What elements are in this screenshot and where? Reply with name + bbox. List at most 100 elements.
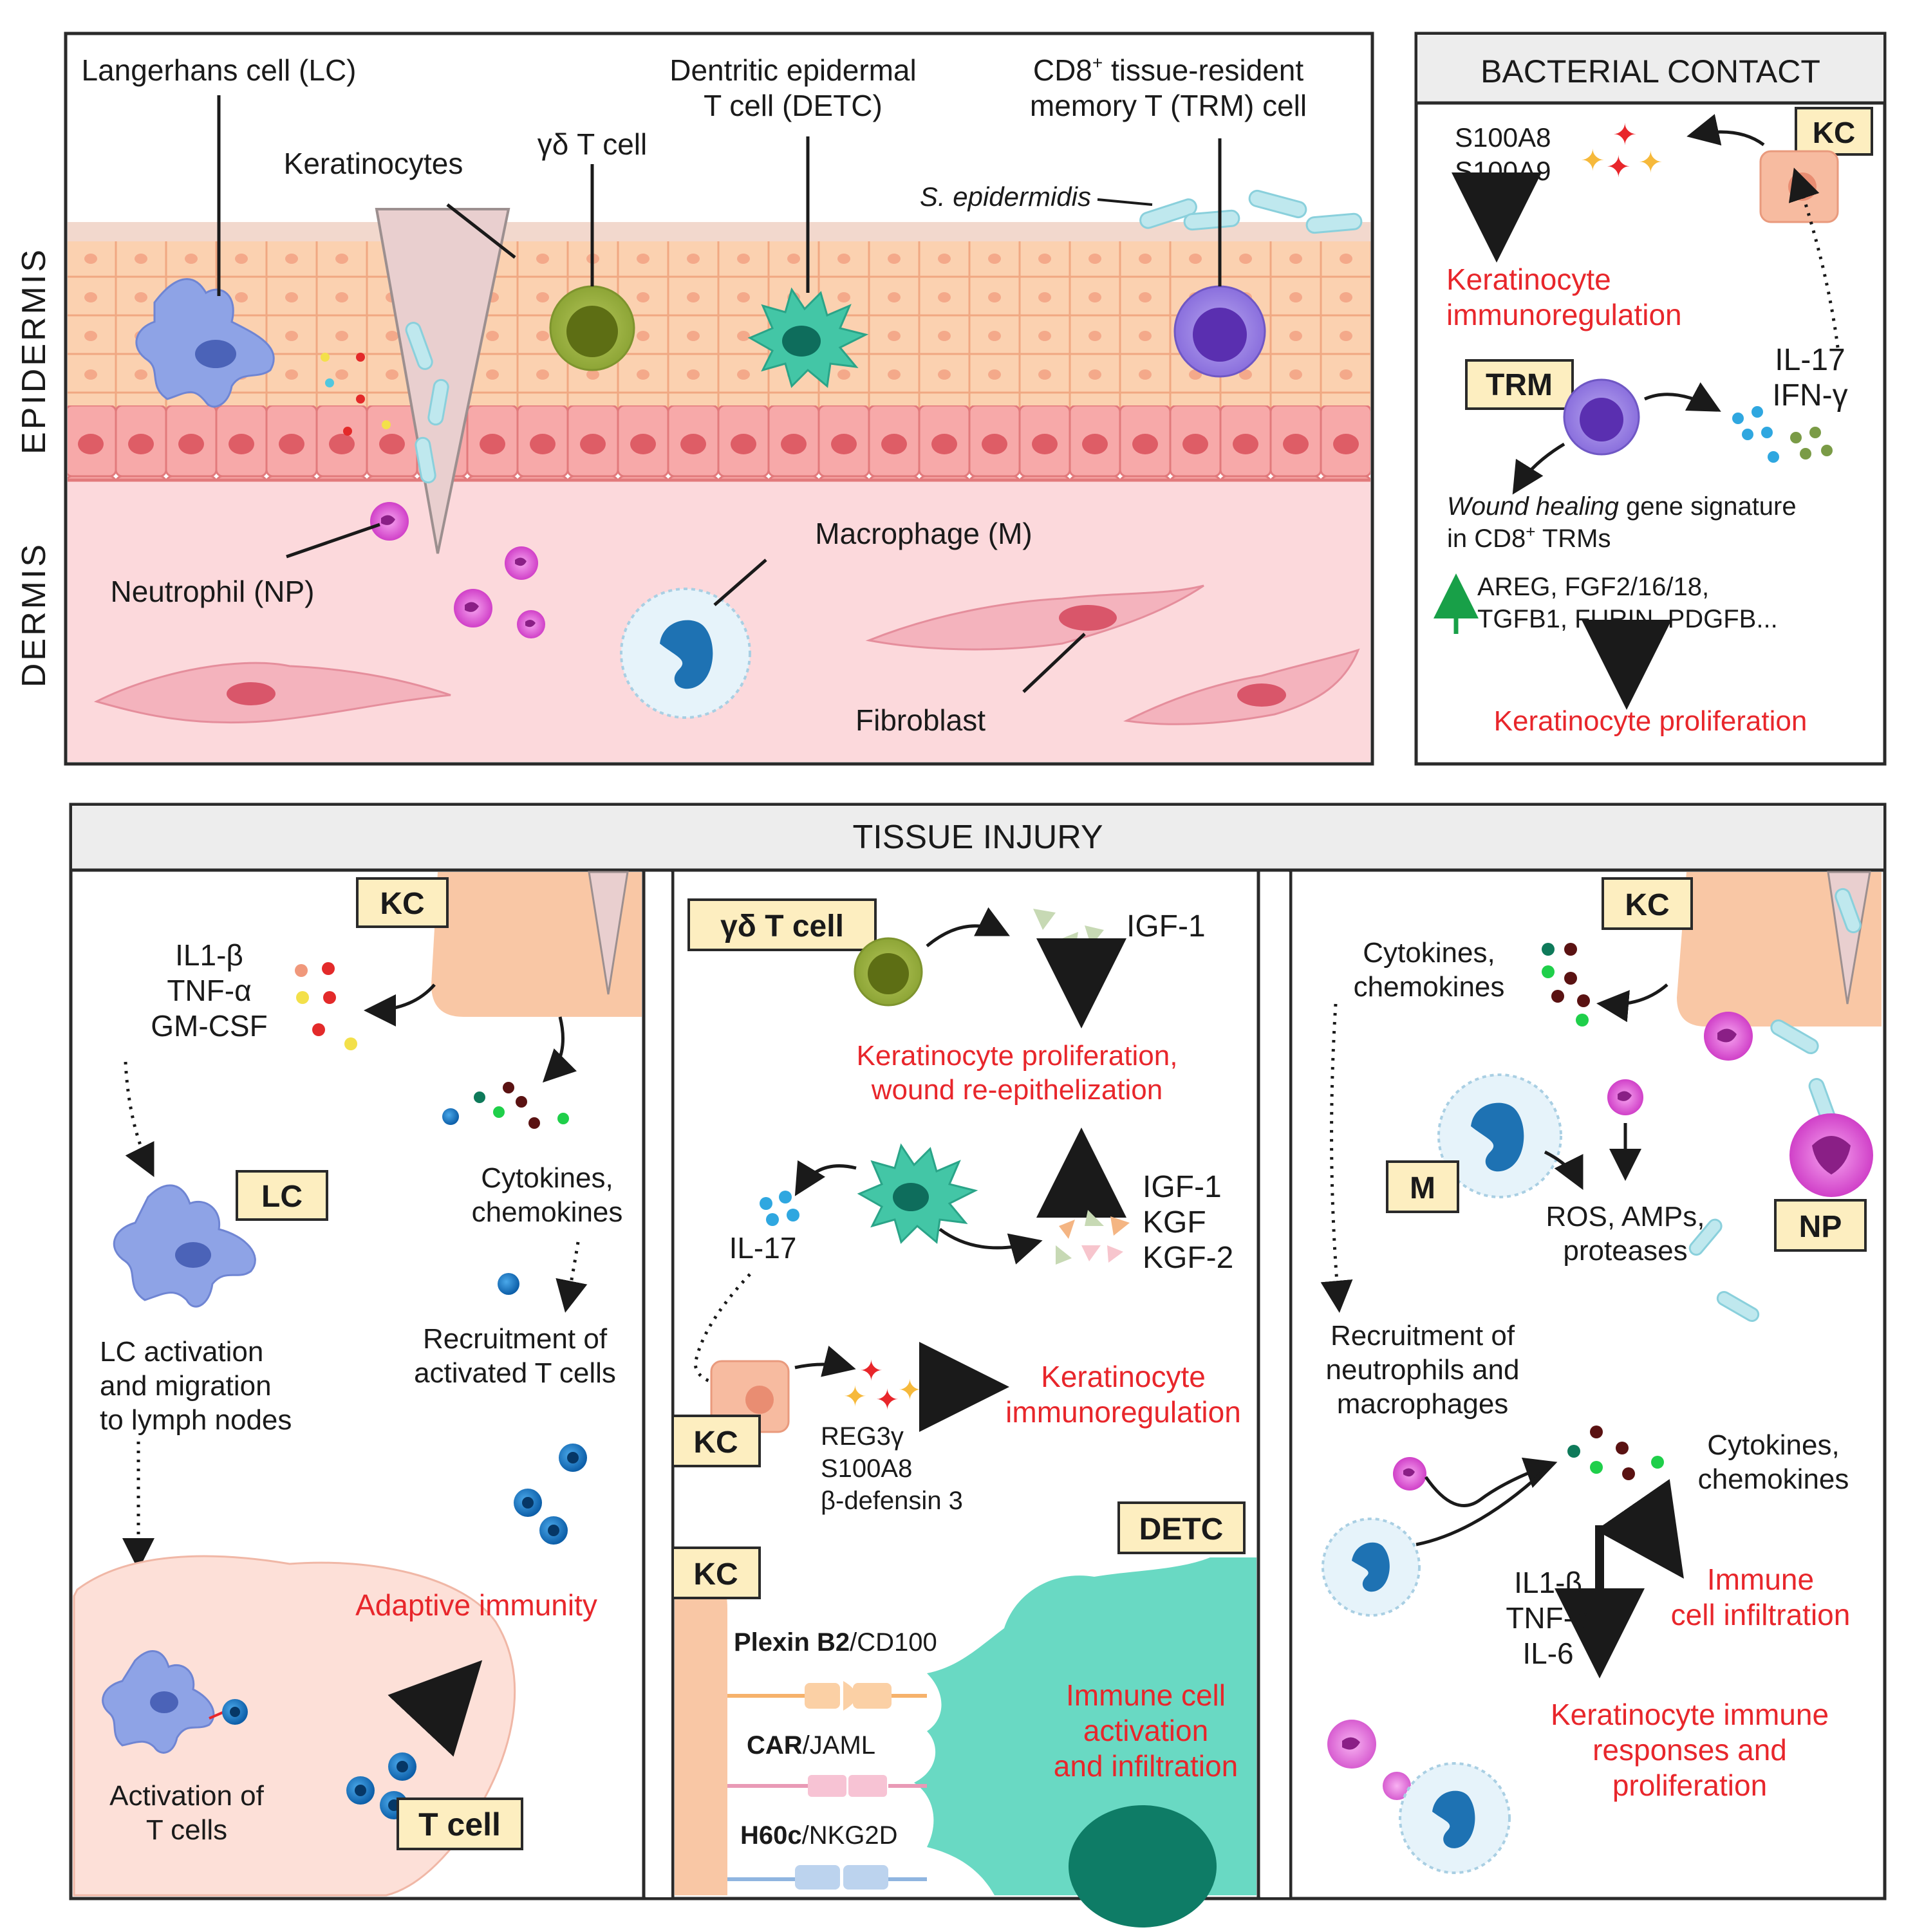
neutrophil-label: Neutrophil (NP) — [111, 575, 315, 608]
ros-line1: ROS, AMPs, — [1546, 1201, 1705, 1232]
receptor-pair-icon — [727, 1865, 927, 1890]
ifn-gamma-label: IFN-γ — [1772, 378, 1847, 413]
detc-label-line1: Dentritic epidermal — [669, 53, 916, 87]
neutrophil-icon — [370, 502, 545, 638]
immune-line1: Immune cell — [1066, 1678, 1226, 1712]
reg3-label: REG3γ — [821, 1422, 904, 1451]
fibroblast-icon — [93, 584, 1360, 725]
np-box — [1774, 1199, 1867, 1252]
kgf2-label: KGF-2 — [1143, 1241, 1233, 1275]
activation-line1: Activation of — [109, 1780, 264, 1812]
bacteria-icon — [405, 189, 1363, 484]
kc-box-label: KC — [693, 1557, 738, 1592]
basal-layer — [68, 405, 1370, 479]
macrophage-icon — [1399, 1762, 1511, 1874]
langerhans-cell-icon — [102, 1650, 215, 1754]
lc-box — [236, 1170, 328, 1221]
recruit-line3: macrophages — [1337, 1388, 1509, 1420]
m-box-label: M — [1410, 1171, 1435, 1205]
trm-cell-icon — [1173, 285, 1266, 378]
s100a8-label: S100A8 — [821, 1454, 912, 1483]
prolif-line1: Keratinocyte proliferation, — [857, 1040, 1178, 1072]
il17-label: IL-17 — [1775, 343, 1845, 377]
kc-box — [671, 1547, 761, 1599]
kc-proliferation-label: Keratinocyte proliferation — [1494, 705, 1808, 737]
detc-box — [1117, 1501, 1246, 1554]
detc-label-line2: T cell (DETC) — [704, 89, 883, 122]
cytokines-label-line1: Cytokines, — [481, 1162, 613, 1194]
recruitment-line1: Recruitment of — [423, 1323, 608, 1355]
cytokine-dots-icon — [1567, 1426, 1664, 1480]
lc-box-label: LC — [261, 1180, 303, 1214]
keratinocytes-label: Keratinocytes — [284, 147, 463, 180]
cytokines-label-line2: chemokines — [472, 1196, 623, 1228]
langerhans-cell-icon — [113, 1184, 256, 1308]
receptor-pair-icon — [727, 1775, 927, 1797]
kc-box — [356, 877, 449, 928]
t-cell-icon — [498, 1273, 519, 1295]
epidermis-side-label: EPIDERMIS — [15, 247, 53, 454]
injury-middle-panel: γδ T cell IGF-1 Keratinocyte proliferati… — [671, 898, 1256, 1927]
cytokines2-line2: chemokines — [1698, 1463, 1849, 1495]
svg-text:✦: ✦ — [1580, 144, 1605, 177]
keratinocyte-icon — [431, 871, 642, 1017]
plexin-label: Plexin B2/CD100 — [734, 1628, 937, 1657]
kc-immunoregulation-line2: immunoregulation — [1446, 298, 1682, 331]
neutrophil-icon — [1327, 1720, 1411, 1800]
injury-right-panel: KC Cytokines, chemokines NP M ROS, AMP — [1320, 871, 1882, 1874]
svg-text:✦: ✦ — [1612, 118, 1638, 151]
epidermis-layer — [68, 241, 1370, 409]
s-epidermidis-label: S. epidermidis — [920, 181, 1091, 212]
tnfa-label: TNF-α — [167, 974, 251, 1007]
bacterial-contact-panel: BACTERIAL CONTACT KC S100A8 S100A9 ✦ ✦ ✦… — [1414, 32, 1887, 766]
infiltration-line2: cell infiltration — [1671, 1598, 1851, 1631]
neutrophil-icon — [1789, 1113, 1873, 1197]
il6-label: IL-6 — [1522, 1637, 1573, 1670]
keratinocyte-icon — [675, 1557, 727, 1895]
il1b-label: IL1-β — [1514, 1566, 1582, 1599]
np-box-label: NP — [1799, 1210, 1842, 1244]
detc-box-label: DETC — [1139, 1512, 1224, 1547]
cytokines-line1: Cytokines, — [1363, 937, 1495, 969]
macrophage-label: Macrophage (M) — [815, 517, 1032, 550]
gd-t-cell-box — [687, 898, 877, 951]
wound-healing-line2: in CD8+ TRMs — [1447, 522, 1611, 553]
cytokine-dots-icon — [1732, 406, 1833, 463]
immuno-line2: immunoregulation — [1005, 1395, 1241, 1429]
antimicrobial-star-icon: ✦ ✦ ✦ ✦ — [1580, 118, 1663, 183]
cytokine-dots-icon — [442, 1082, 569, 1129]
trm-box — [1465, 359, 1574, 410]
detc-icon — [857, 1143, 978, 1244]
t-cell-box-label: T cell — [418, 1807, 501, 1843]
m-box — [1386, 1160, 1459, 1213]
recruit-line1: Recruitment of — [1331, 1320, 1515, 1351]
adaptive-immunity-label: Adaptive immunity — [355, 1588, 597, 1622]
receptor-pair-icon — [727, 1681, 927, 1711]
genes-line2: TGFB1, FURIN, PDGFB... — [1477, 605, 1778, 633]
t-cell-icon — [514, 1444, 587, 1545]
igf1-label: IGF-1 — [1143, 1170, 1222, 1204]
kc-immunoregulation-line1: Keratinocyte — [1446, 263, 1611, 296]
igf1-top-label: IGF-1 — [1126, 909, 1206, 943]
il17-label: IL-17 — [729, 1231, 797, 1265]
cytokines2-line1: Cytokines, — [1707, 1429, 1839, 1461]
dermis-side-label: DERMIS — [15, 542, 53, 687]
beta-defensin-label: β-defensin 3 — [821, 1487, 963, 1515]
lc-activation-line3: to lymph nodes — [100, 1404, 292, 1436]
trm-cell-icon — [1563, 378, 1640, 456]
s100a9-label: S100A9 — [1455, 156, 1551, 186]
neutrophil-icon — [1607, 1012, 1753, 1115]
lc-activation-line1: LC activation — [100, 1336, 263, 1368]
antimicrobial-star-icon: ✦ ✦ ✦ ✦ — [843, 1355, 922, 1416]
neutrophil-icon — [1393, 1457, 1426, 1491]
bacterial-contact-title: BACTERIAL CONTACT — [1481, 53, 1820, 89]
kgf-label: KGF — [1143, 1205, 1206, 1240]
svg-text:✦: ✦ — [1638, 145, 1663, 179]
cytokine-dots-icon — [1542, 943, 1590, 1026]
cytokine-dots-icon — [760, 1191, 799, 1226]
recruit-line2: neutrophils and — [1326, 1354, 1520, 1386]
t-cell-box — [397, 1797, 523, 1850]
fibroblast-label: Fibroblast — [855, 703, 986, 737]
ros-line2: proteases — [1563, 1235, 1687, 1267]
activation-line2: T cells — [146, 1814, 227, 1846]
